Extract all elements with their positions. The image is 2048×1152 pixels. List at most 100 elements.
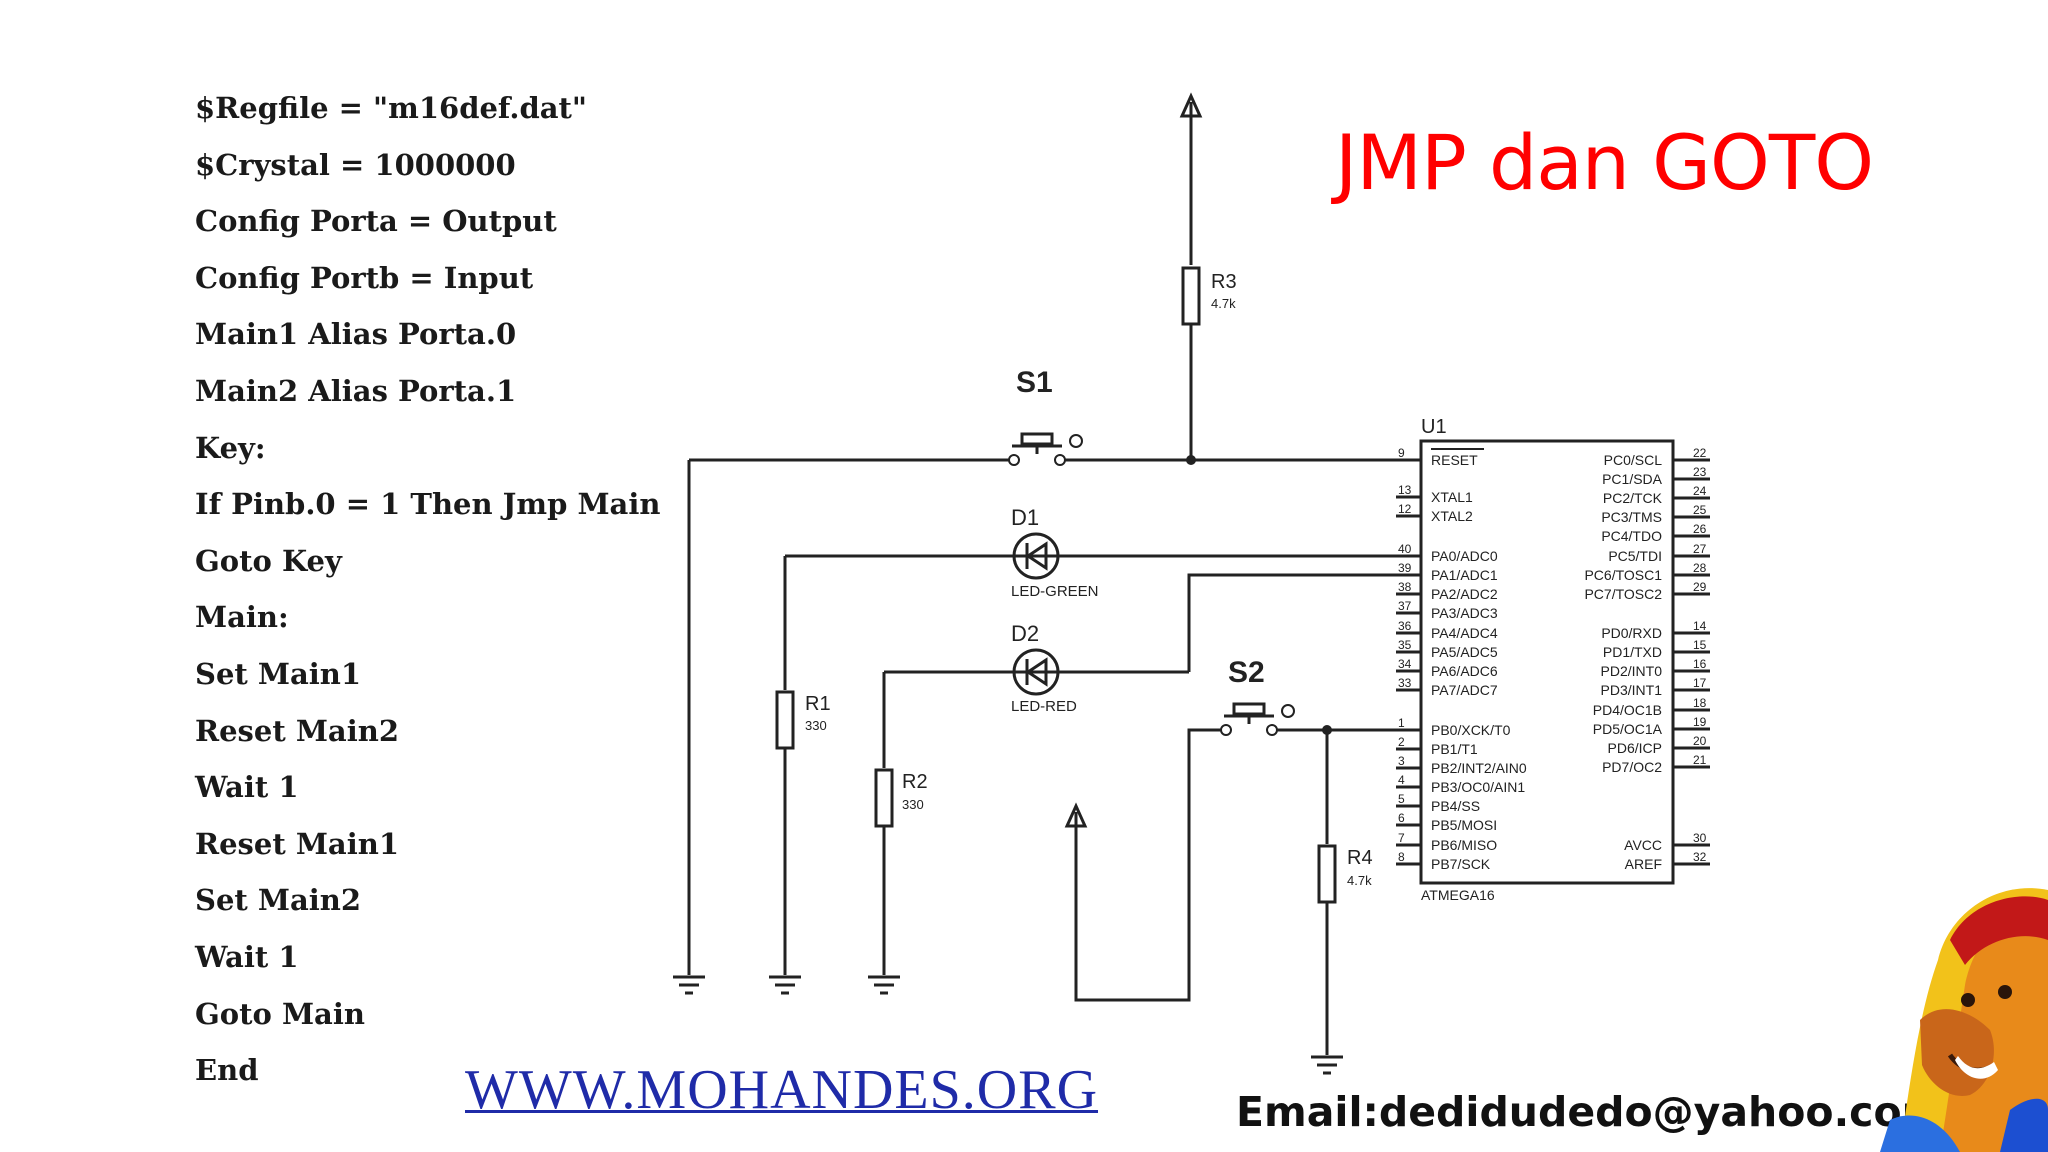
pin-name: PA5/ADC5 [1431,644,1498,660]
pin-number: 3 [1398,754,1405,768]
pin-name: PD1/TXD [1603,644,1662,660]
code-line: Key: [195,430,266,465]
pin-name: PA4/ADC4 [1431,625,1498,641]
pin-number: 16 [1693,657,1707,671]
pin-number: 34 [1398,657,1412,671]
switch-s1: S1 [689,366,1396,466]
email-address: Email:dedidudedo@yahoo.com [1236,1088,1945,1136]
pin-name: PC1/SDA [1602,471,1663,487]
pin-name: PC2/TCK [1603,490,1663,506]
code-line: $Regfile = "m16def.dat" [195,91,588,125]
pin-number: 6 [1398,811,1405,825]
pin-number: 12 [1398,502,1412,516]
pin-name: PA2/ADC2 [1431,586,1498,602]
ground-symbol [673,975,705,995]
pin-name: PA7/ADC7 [1431,682,1498,698]
led-d1: D1 LED-GREEN [785,505,1396,600]
chip-pin: 40 PA0/ADC0 [1396,542,1498,564]
chip-ref: U1 [1421,416,1447,438]
pin-number: 30 [1693,831,1707,845]
ground-symbol [769,975,801,995]
pin-name: PC4/TDO [1601,528,1662,544]
pin-name: PB6/MISO [1431,837,1497,853]
ground-symbol [868,975,900,995]
code-line: Config Porta = Output [195,204,557,239]
resistor-r2: R2 330 [874,768,928,975]
d2-ref: D2 [1011,621,1039,646]
chip-pin: 6 PB5/MOSI [1396,811,1497,833]
pin-name: PD3/INT1 [1601,682,1663,698]
pin-number: 29 [1693,580,1707,594]
chip-part: ATMEGA16 [1421,887,1495,903]
pin-name: PA0/ADC0 [1431,548,1498,564]
code-line: Wait 1 [195,770,299,805]
pin-name: PB0/XCK/T0 [1431,722,1511,738]
pin-number: 35 [1398,638,1412,652]
pin-name: PB2/INT2/AIN0 [1431,760,1527,776]
pin-number: 40 [1398,542,1412,556]
pin-number: 1 [1398,716,1405,730]
pin-number: 25 [1693,503,1707,517]
pin-name: PD0/RXD [1601,625,1662,641]
code-line: Reset Main1 [195,826,399,861]
ground-symbol [1311,1055,1343,1075]
wire-s2-vcc [1074,728,1221,1002]
pin-number: 23 [1693,465,1707,479]
pin-name: PB7/SCK [1431,856,1491,872]
code-line: End [195,1053,259,1088]
code-line: Wait 1 [195,939,299,974]
code-line: Main2 Alias Porta.1 [195,373,517,408]
code-line: Goto Main [195,996,365,1031]
code-line: Set Main2 [195,883,362,918]
pin-number: 20 [1693,734,1707,748]
chip-pin: 35 PA5/ADC5 [1396,638,1498,660]
pin-name: PC0/SCL [1604,452,1663,468]
pin-name: PC6/TOSC1 [1584,567,1662,583]
pin-number: 39 [1398,561,1412,575]
code-line: If Pinb.0 = 1 Then Jmp Main [195,487,661,522]
code-line: Reset Main2 [195,713,399,748]
pin-number: 14 [1693,619,1707,633]
chip-right-pins: 22PC0/SCL23PC1/SDA24PC2/TCK25PC3/TMS26PC… [1584,446,1710,872]
d1-ref: D1 [1011,505,1039,530]
r3-value: 4.7k [1211,296,1236,311]
switch-s2: S2 [1220,656,1396,736]
pin-number: 37 [1398,599,1412,613]
pin-name: AREF [1625,856,1662,872]
r2-value: 330 [902,797,924,812]
pin-number: 33 [1398,676,1412,690]
resistor-r4: R4 4.7k [1317,730,1373,1055]
code-line: Main: [195,600,289,635]
website-link[interactable]: WWW.MOHANDES.ORG [465,1059,1099,1121]
pin-name: RESET [1431,452,1478,468]
code-listing: $Regfile = "m16def.dat"$Crystal = 100000… [195,88,660,1107]
pin-number: 15 [1693,638,1707,652]
chip-pin: 23 PC1/SDA [1602,465,1710,487]
chip-pin: 33 PA7/ADC7 [1396,676,1498,698]
pin-name: PD2/INT0 [1601,663,1663,679]
chip-pin: 3 PB2/INT2/AIN0 [1396,754,1527,776]
pin-name: PB5/MOSI [1431,817,1497,833]
pin-number: 18 [1693,696,1707,710]
vcc-arrow-top [1179,92,1203,265]
pin-name: PA3/ADC3 [1431,605,1498,621]
chip-pin: 16 PD2/INT0 [1601,657,1710,679]
chip-pin: 1 PB0/XCK/T0 [1396,716,1511,738]
resistor-r1: R1 330 [775,690,831,975]
d2-type: LED-RED [1011,698,1077,715]
pin-number: 2 [1398,735,1405,749]
